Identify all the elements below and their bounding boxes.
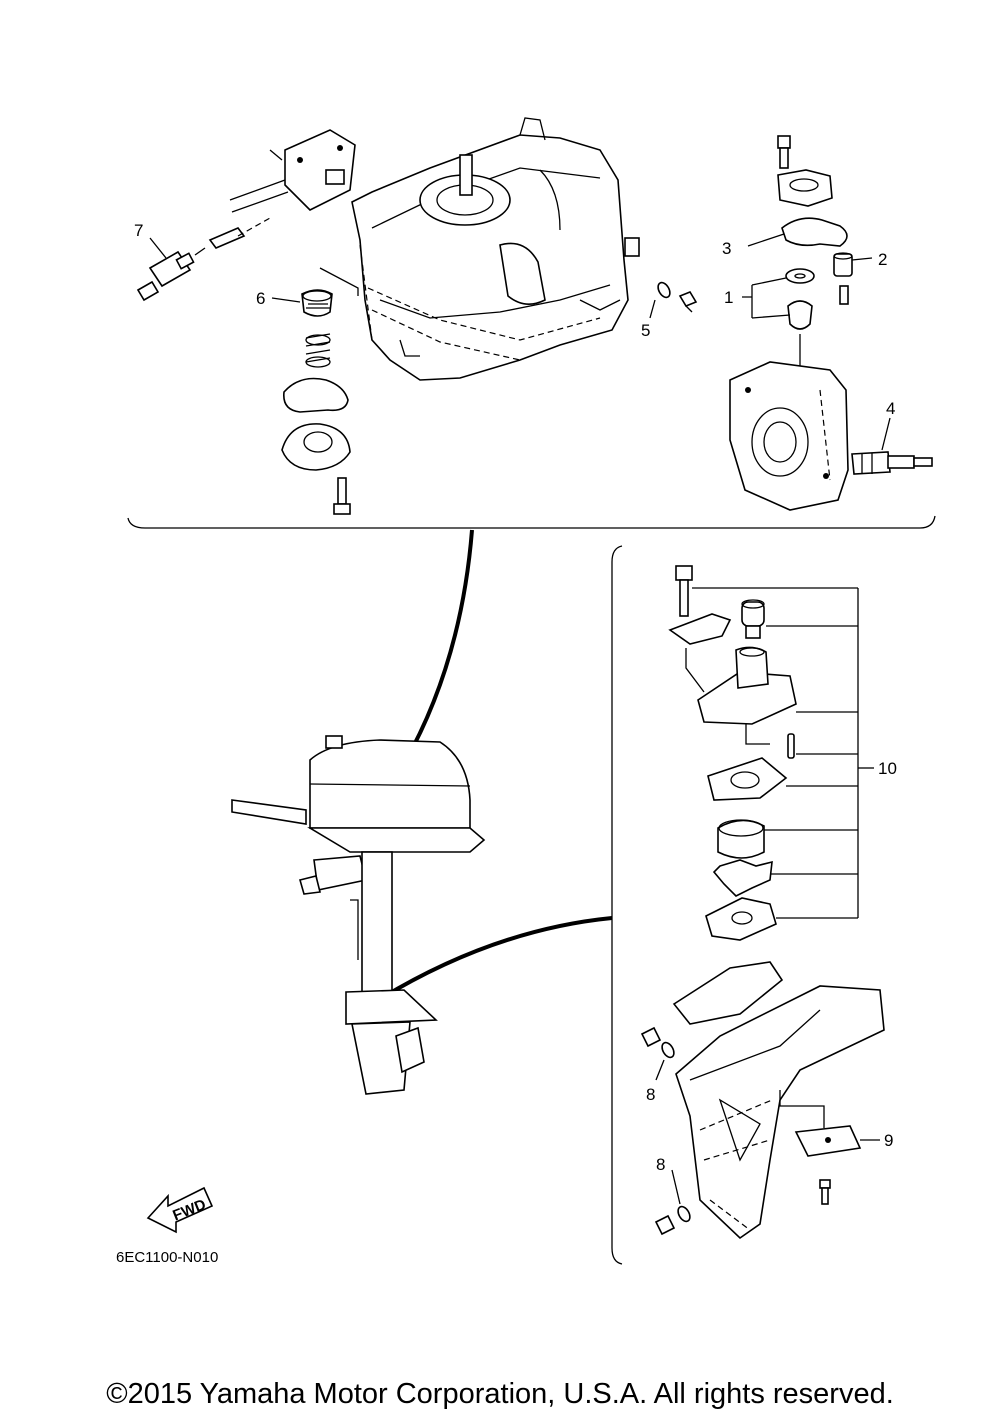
drawing-code: 6EC1100-N010 — [116, 1249, 218, 1266]
pump-gasket — [707, 757, 788, 801]
callout-9: 9 — [884, 1131, 893, 1150]
callout-8-upper: 8 — [646, 1085, 655, 1104]
pump-liner — [717, 819, 765, 859]
callout-6: 6 — [256, 289, 265, 308]
part-4-spark-plug — [851, 451, 933, 475]
pump-plate — [668, 613, 732, 645]
part-8-upper — [640, 1026, 675, 1059]
copyright-notice: ©2015 Yamaha Motor Corporation, U.S.A. A… — [106, 1378, 894, 1410]
fuel-pump — [229, 129, 356, 213]
part-6-strainer — [301, 289, 333, 317]
part-5-plug — [678, 291, 698, 313]
pump-bolt — [675, 565, 693, 617]
callout-4: 4 — [886, 399, 895, 418]
thermostat-cover — [281, 423, 351, 471]
callout-5: 5 — [641, 321, 650, 340]
cylinder-head — [729, 361, 849, 511]
connector-lower-unit — [370, 916, 613, 1006]
fwd-label: FWD — [170, 1196, 208, 1225]
part-10-bracket — [692, 587, 874, 919]
thermostat-bolt — [839, 285, 849, 305]
callout-8-lower: 8 — [656, 1155, 665, 1174]
top-section-bracket — [127, 515, 936, 529]
part-9-anode — [794, 1125, 862, 1157]
thermostat-housing-cover — [777, 169, 833, 207]
cover-bolt — [333, 477, 351, 515]
pump-pin — [787, 733, 795, 759]
callout-7: 7 — [134, 221, 143, 240]
part-5-o-ring — [657, 281, 671, 299]
part-2-collar — [833, 252, 853, 277]
pump-grommet — [741, 599, 765, 639]
bolt-top-right — [777, 135, 791, 169]
anode-bolt — [819, 1179, 831, 1205]
gasket-left — [283, 377, 349, 413]
impeller — [712, 859, 773, 897]
casing-gasket — [672, 961, 784, 1025]
right-section-bracket — [611, 545, 623, 1265]
engine-block — [351, 117, 640, 381]
callout-2: 2 — [878, 250, 887, 269]
part-3-gasket — [781, 217, 848, 247]
lower-casing — [675, 985, 885, 1240]
callout-1: 1 — [724, 288, 733, 307]
fwd-arrow-icon: FWD — [146, 1186, 214, 1234]
outer-plate — [705, 897, 777, 941]
part-8-lower — [654, 1205, 691, 1236]
part-7-fuel-connector — [136, 247, 206, 302]
spring — [305, 333, 331, 368]
callout-3: 3 — [722, 239, 731, 258]
pump-housing — [697, 646, 797, 725]
outboard-motor — [231, 735, 486, 1095]
callout-10: 10 — [878, 759, 897, 778]
